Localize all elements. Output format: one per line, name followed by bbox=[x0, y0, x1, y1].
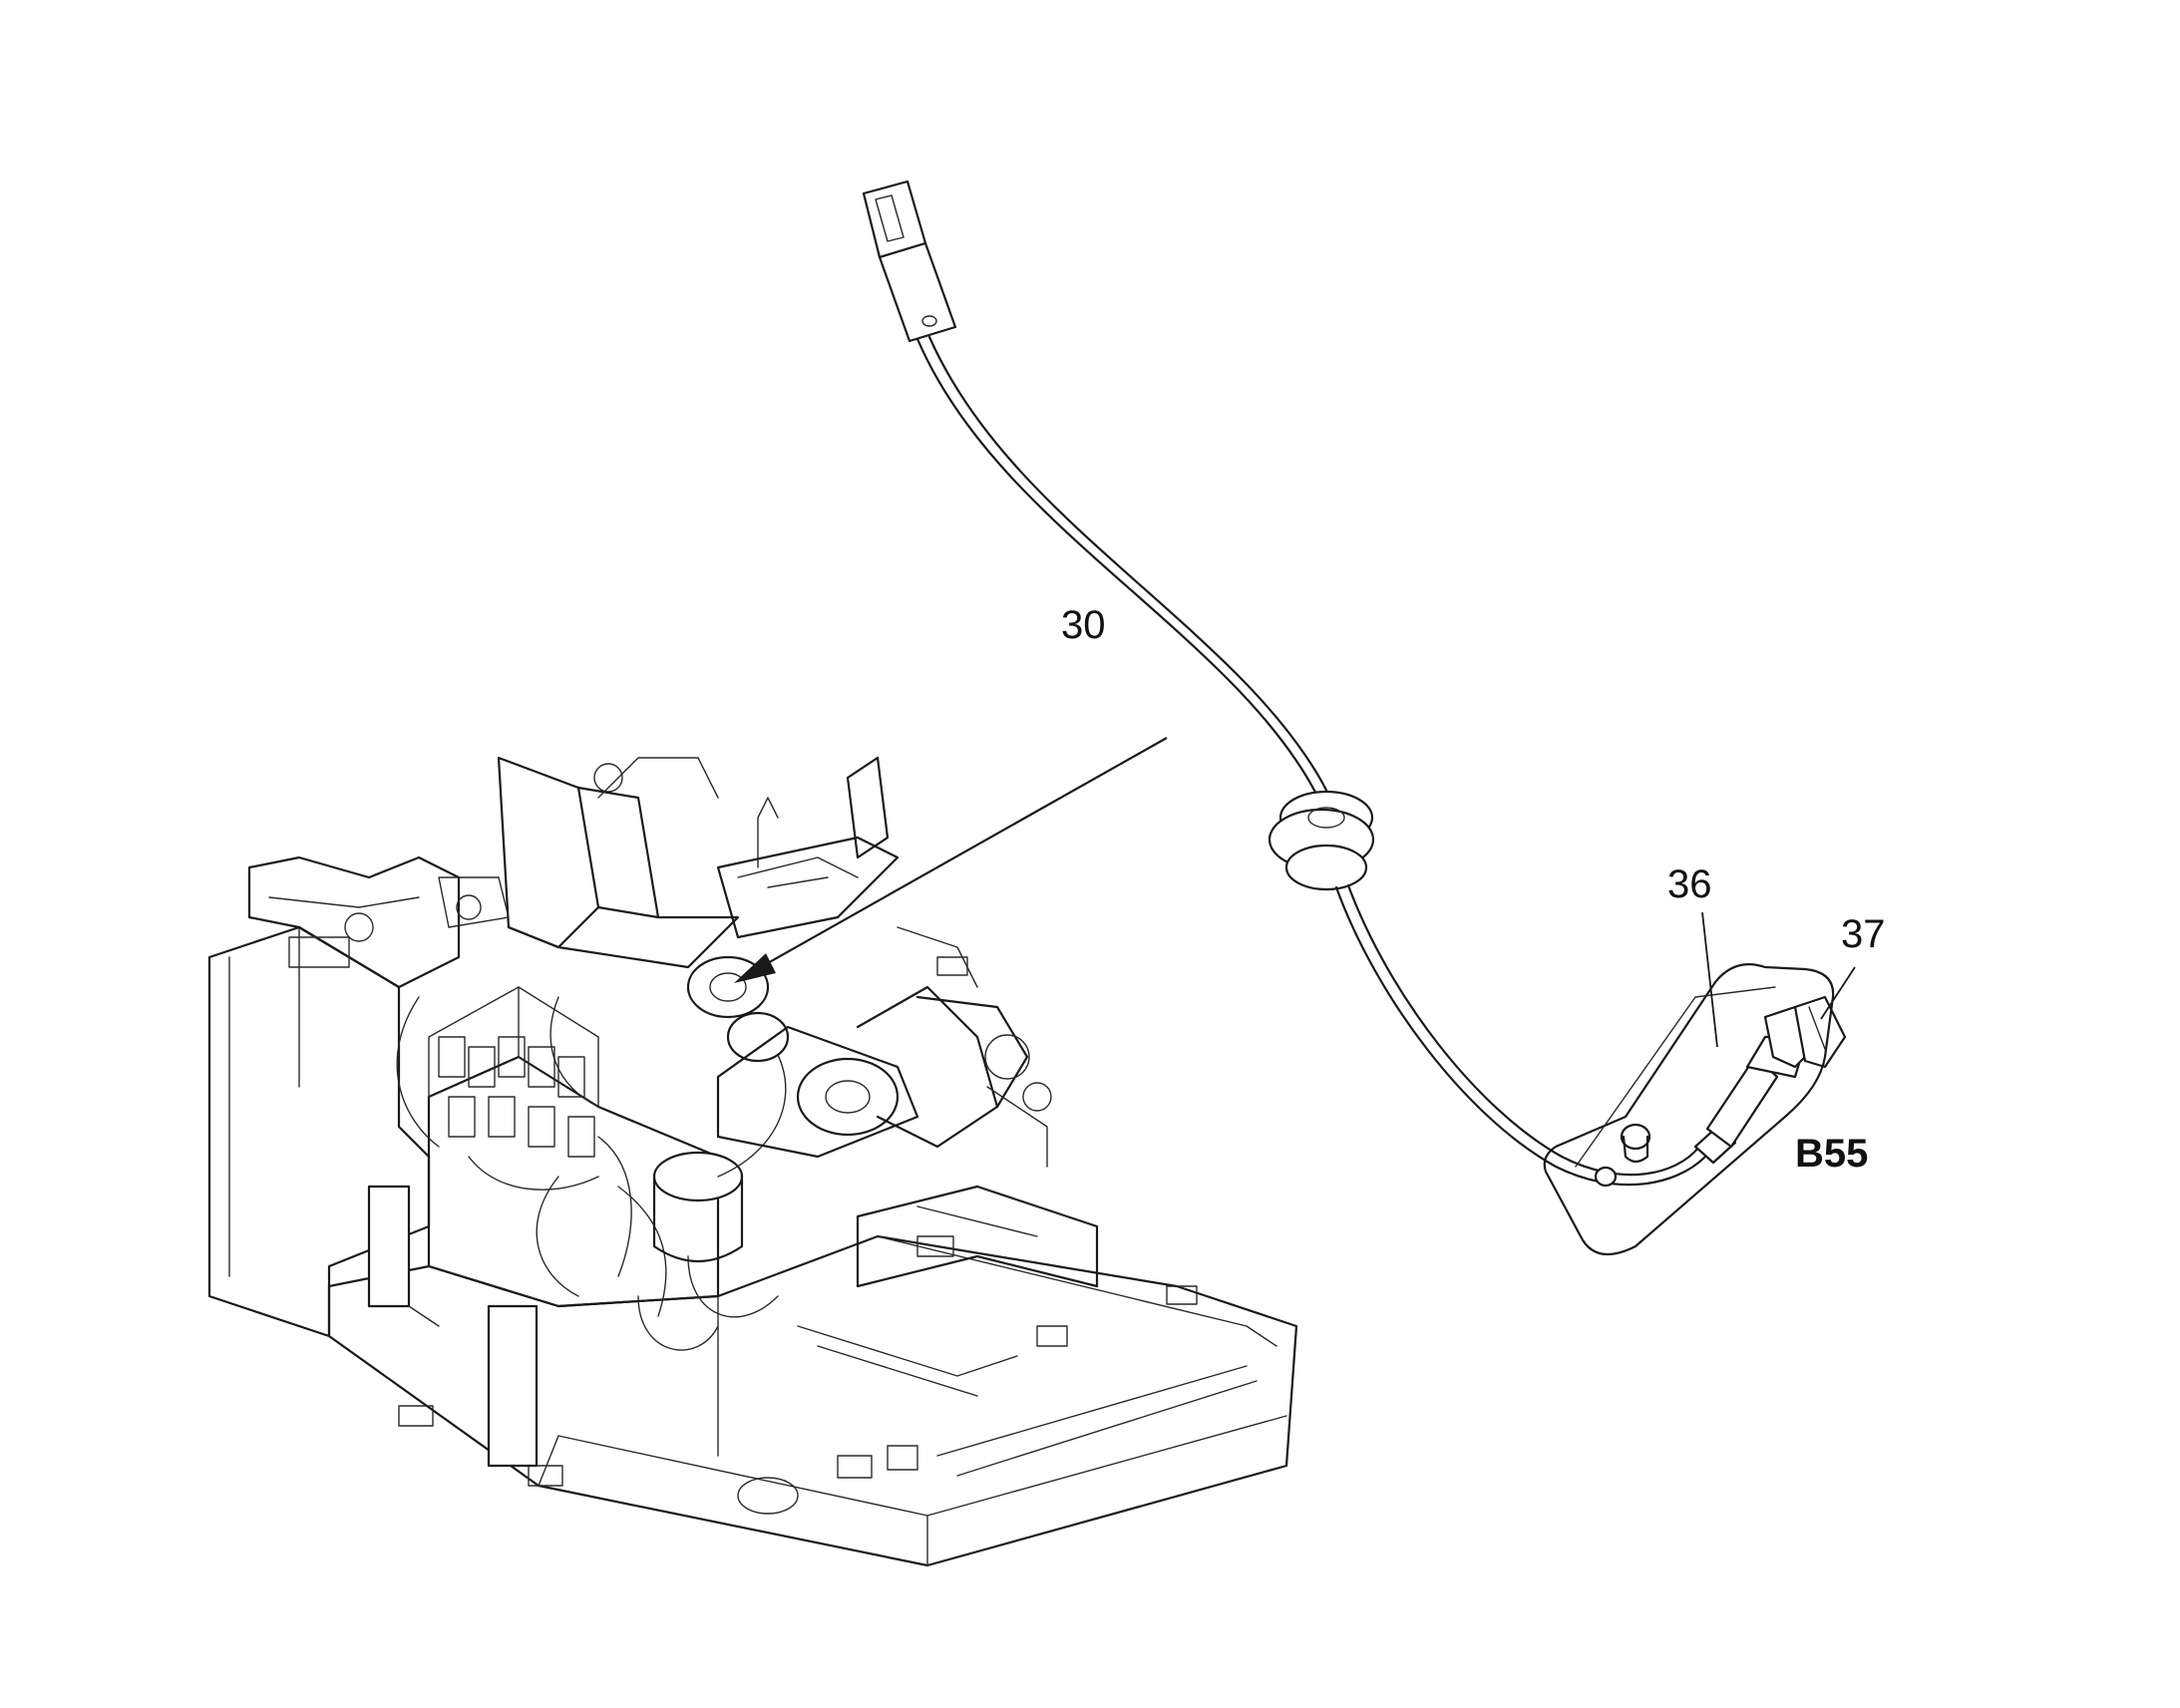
machine-chassis-illustration bbox=[207, 756, 1298, 1567]
callout-37: 37 bbox=[1841, 912, 1886, 956]
location-arrow bbox=[734, 737, 1168, 983]
cable-harness-illustration bbox=[862, 179, 1847, 1256]
callout-30: 30 bbox=[1061, 603, 1106, 647]
callout-b55: B55 bbox=[1795, 1132, 1868, 1176]
callout-leader-36 bbox=[1701, 911, 1718, 1048]
callout-36: 36 bbox=[1667, 862, 1712, 906]
callout-leader-37 bbox=[1820, 966, 1856, 1020]
